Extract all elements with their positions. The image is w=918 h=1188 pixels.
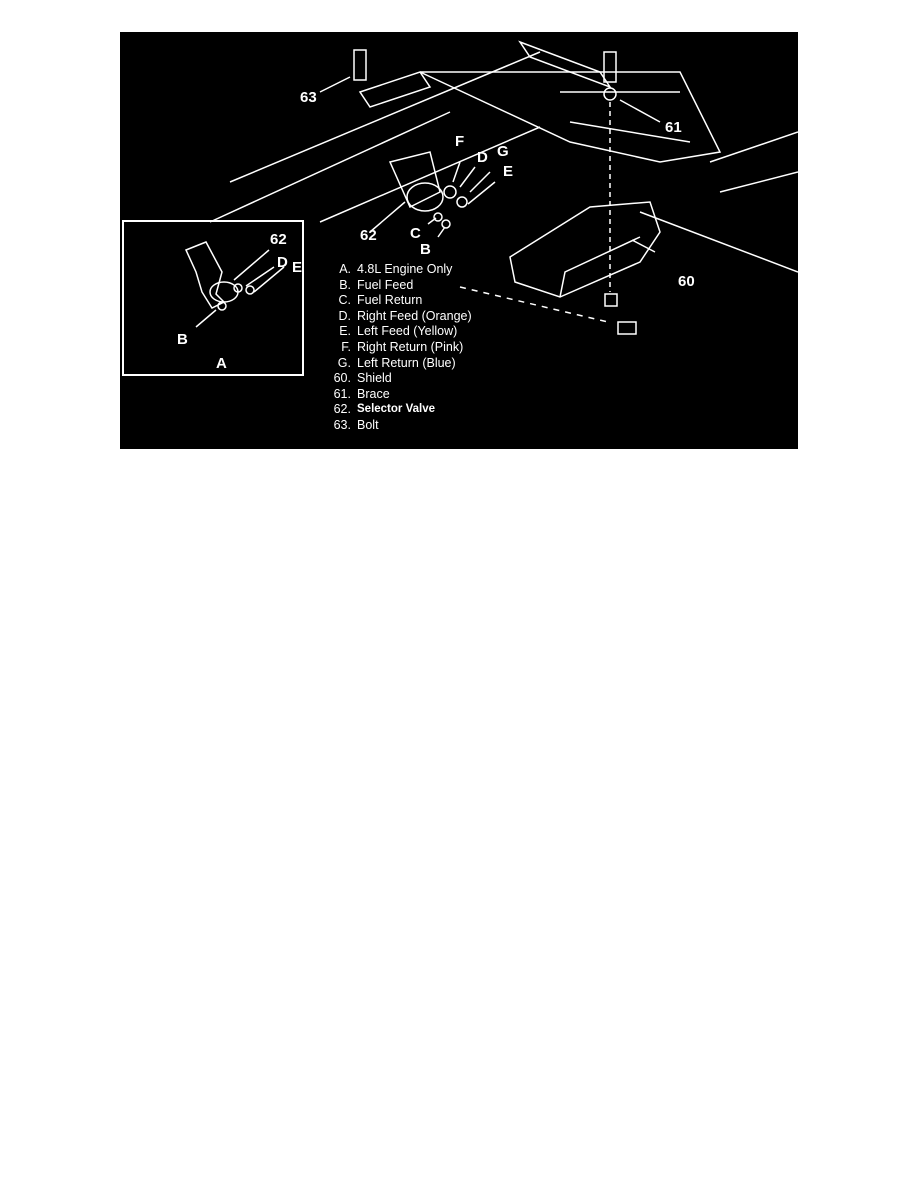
leader-lines — [319, 76, 661, 253]
legend-item: 63. Bolt — [325, 418, 472, 434]
legend-key: E. — [339, 324, 351, 339]
legend-item: C. Fuel Return — [325, 293, 472, 309]
brace-61-shape — [518, 40, 612, 89]
inset-fitting-b — [217, 301, 227, 311]
bolt-61 — [603, 51, 617, 83]
frame-right — [639, 131, 798, 273]
legend-item: D. Right Feed (Orange) — [325, 309, 472, 325]
legend-text: Bolt — [357, 417, 379, 432]
inset-callout-62: 62 — [270, 231, 287, 248]
callout-61: 61 — [665, 119, 682, 136]
callout-d: D — [477, 149, 488, 166]
crossmember — [419, 71, 722, 163]
legend-key: C. — [338, 293, 352, 308]
legend-key: 63. — [333, 417, 351, 432]
legend-item: E. Left Feed (Yellow) — [325, 324, 472, 340]
legend-text: 4.8L Engine Only — [357, 262, 453, 276]
selector-valve-body — [406, 182, 444, 212]
legend-item: B. Fuel Feed — [325, 278, 472, 294]
bolt-63 — [353, 49, 367, 81]
inset-callout-b: B — [177, 331, 188, 348]
legend-key: B. — [339, 277, 351, 292]
callout-f: F — [455, 133, 465, 150]
legend-key: 61. — [333, 386, 351, 401]
shield-60-detail — [559, 236, 641, 298]
legend-item: 61. Brace — [325, 387, 472, 403]
legend-key: G. — [337, 355, 351, 370]
fitting-c — [433, 212, 443, 222]
legend-item: 62. Selector Valve — [325, 402, 472, 418]
legend-item: A. 4.8L Engine Only — [325, 262, 472, 278]
callout-60: 60 — [678, 273, 695, 290]
legend-key: F. — [341, 339, 351, 354]
legend-text: Selector Valve — [357, 403, 435, 416]
inset-fitting-d — [233, 283, 243, 293]
callout-c: C — [410, 225, 421, 242]
diagram-drawing — [209, 40, 798, 335]
legend-text: Left Return (Blue) — [357, 355, 456, 370]
callout-b: B — [420, 241, 431, 258]
legend-text: Fuel Feed — [357, 277, 414, 292]
legend-item: G. Left Return (Blue) — [325, 356, 472, 372]
inset-engine-variant: 62 D E B A — [122, 220, 304, 376]
dashed-line — [459, 286, 609, 323]
brace-washer — [603, 87, 617, 101]
legend-text: Right Feed (Orange) — [357, 308, 472, 323]
fitting-d — [443, 185, 457, 199]
shield-60-shape — [509, 201, 661, 298]
fitting-b — [441, 219, 451, 229]
legend-key: 60. — [333, 371, 351, 386]
legend: A. 4.8L Engine Only B. Fuel Feed C. Fuel Re… — [325, 262, 472, 434]
frame-rail-lines — [209, 51, 541, 223]
legend-item: 60. Shield — [325, 371, 472, 387]
lower-bolt — [617, 321, 637, 335]
legend-text: Right Return (Pink) — [357, 339, 464, 354]
legend-text: Left Feed (Yellow) — [357, 324, 458, 339]
legend-key: 62. — [333, 402, 351, 417]
valve-bracket — [388, 151, 441, 209]
inset-bracket — [184, 241, 226, 309]
legend-text: Brace — [357, 386, 390, 401]
inset-caption: A — [216, 355, 227, 372]
callout-e: E — [503, 163, 514, 180]
inset-leaders — [195, 249, 285, 328]
legend-key: A. — [339, 262, 351, 276]
callout-63: 63 — [300, 89, 317, 106]
fitting-e — [456, 196, 468, 208]
inset-callout-d: D — [277, 254, 288, 271]
crossmember-detail — [560, 91, 691, 143]
legend-key: D. — [338, 308, 352, 323]
inset-callout-e: E — [292, 259, 303, 276]
selector-valve-diagram: 63 61 60 62 F D G E C B 62 D E B A A. 4.8… — [120, 32, 798, 449]
legend-text: Fuel Return — [357, 293, 423, 308]
legend-item: F. Right Return (Pink) — [325, 340, 472, 356]
inset-drawing — [184, 241, 285, 328]
nut — [604, 293, 618, 307]
legend-text: Shield — [357, 371, 392, 386]
inset-fitting-e — [245, 285, 255, 295]
callout-62: 62 — [360, 227, 377, 244]
inset-valve — [209, 281, 239, 303]
bracket — [358, 71, 432, 108]
callout-g: G — [497, 143, 509, 160]
